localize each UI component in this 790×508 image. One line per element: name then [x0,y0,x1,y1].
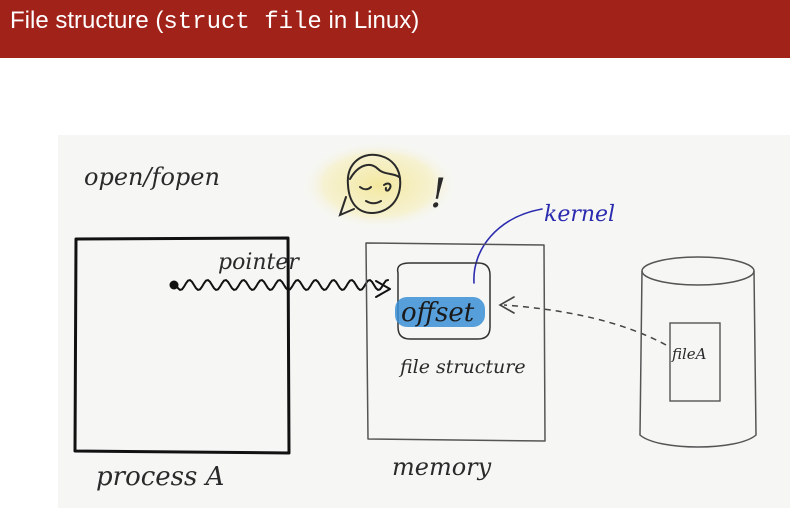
label-open-fopen: open/fopen [84,163,220,191]
exclamation-mark: ! [430,171,446,217]
title-bar: File structure (struct file in Linux) [0,0,790,58]
kernel-curve [473,208,543,284]
file-link-arrow [503,304,667,346]
file-structure-box [396,262,491,340]
page-title: File structure (struct file in Linux) [10,6,419,38]
offset-highlight [395,297,485,327]
title-code: struct file [163,9,322,36]
sketch-canvas: open/fopen ! kernel process A pointer me… [58,135,790,508]
memory-box [365,242,546,442]
face-doodle-icon [338,153,402,217]
title-prefix: File structure ( [10,7,164,34]
label-pointer: pointer [218,250,300,275]
process-box [73,236,291,455]
title-suffix: in Linux) [321,7,420,34]
disk-cylinder-icon [639,256,757,448]
label-process: process A [96,462,224,492]
label-file-structure: file structure [398,356,526,378]
pointer-arrowhead [375,280,391,298]
label-memory: memory [392,453,492,481]
file-a-box [669,322,721,402]
label-file-a: fileA [671,345,707,363]
glow-highlight [301,141,457,229]
label-kernel: kernel [544,202,615,227]
sketch-svg: open/fopen ! kernel process A pointer me… [58,135,790,508]
label-offset: offset [401,298,475,328]
file-link-arrowhead [498,296,515,314]
pointer-arrow [175,278,389,292]
